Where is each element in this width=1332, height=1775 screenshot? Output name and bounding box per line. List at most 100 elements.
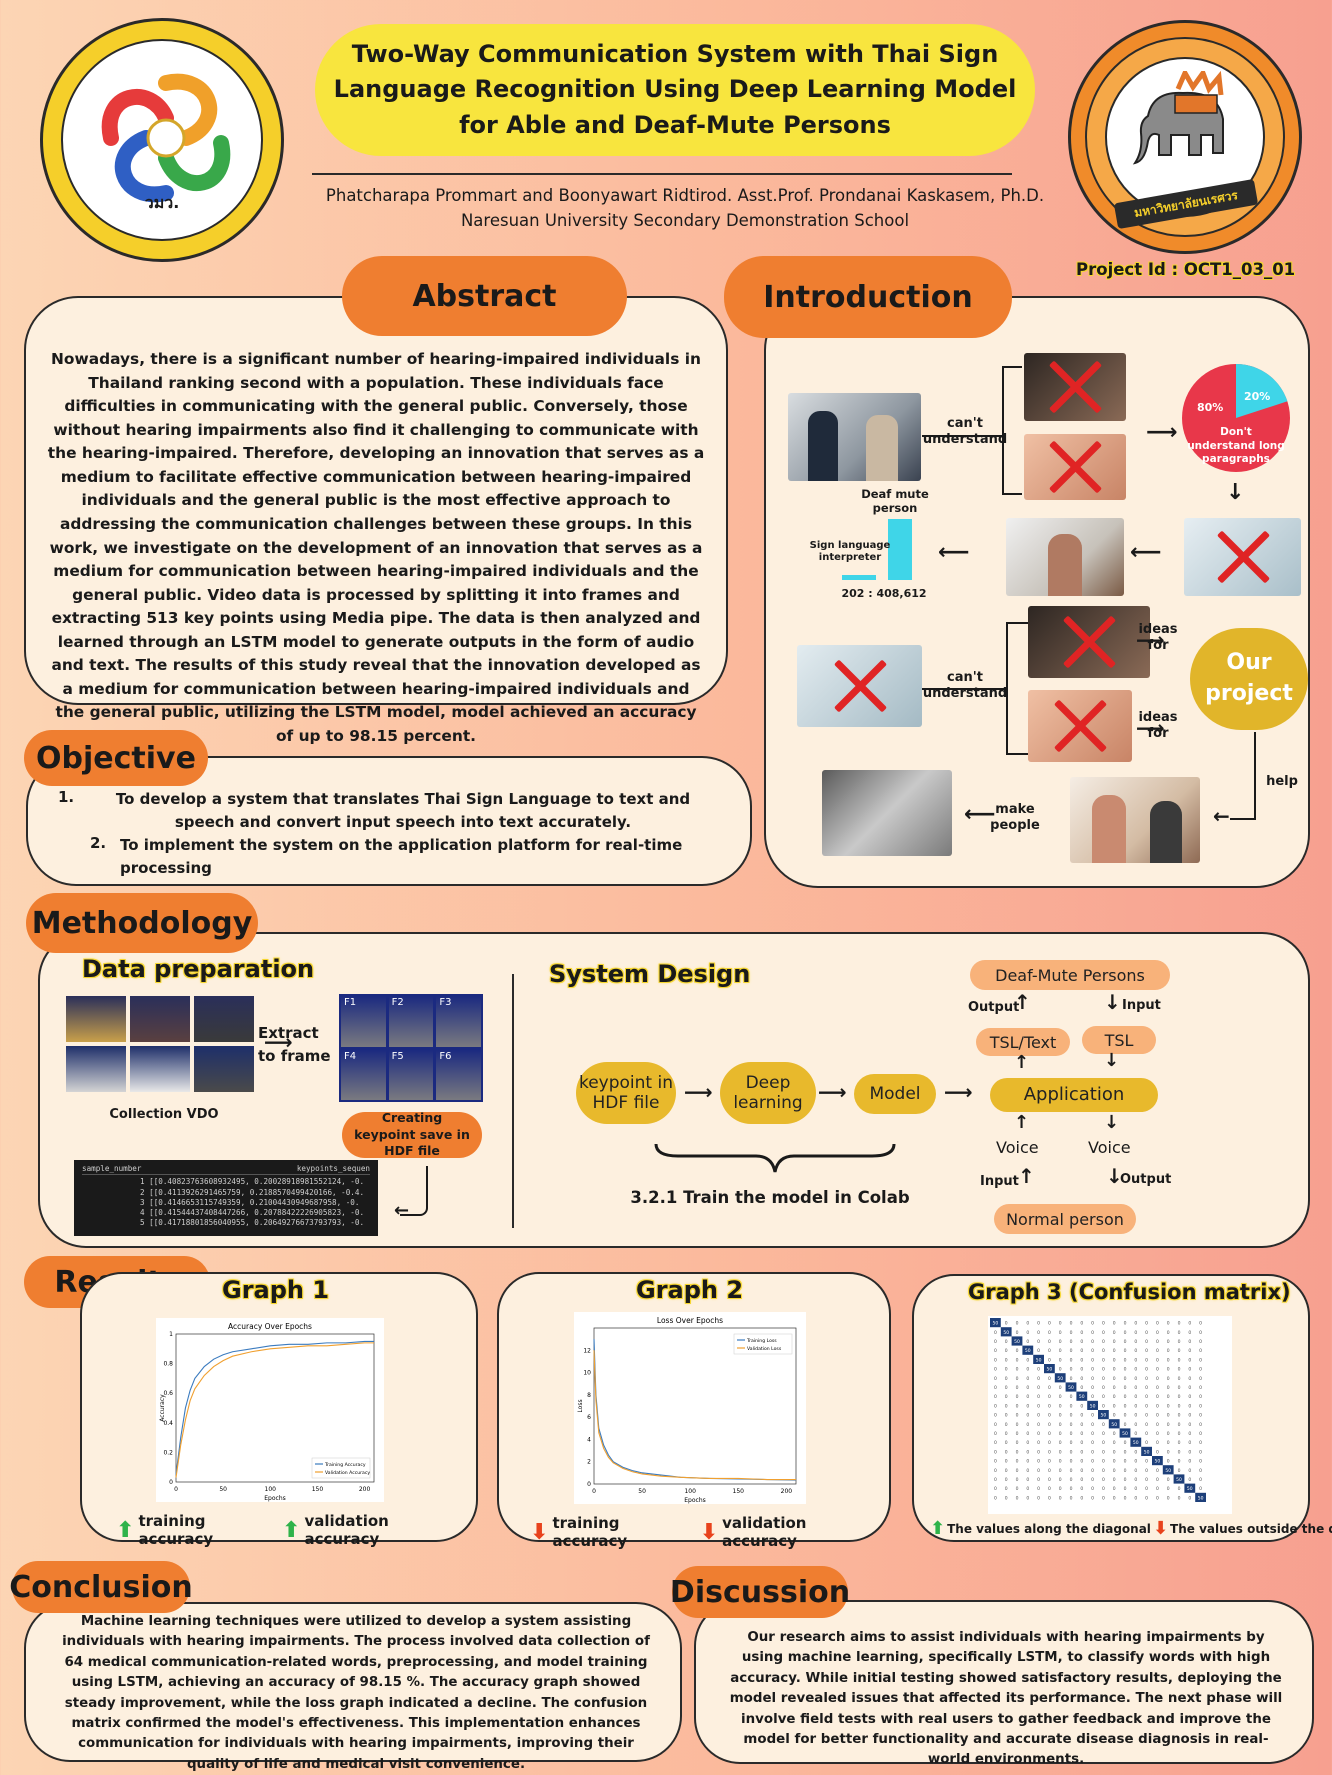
matrix-value: 0 [1188, 1477, 1191, 1483]
matrix-value: 0 [1048, 1348, 1051, 1354]
matrix-value: 50 [1014, 1339, 1020, 1345]
model-node: Model [854, 1074, 936, 1114]
matrix-value: 0 [1199, 1449, 1202, 1455]
matrix-value: 0 [1102, 1357, 1105, 1363]
frame-label: F6 [439, 1050, 452, 1062]
matrix-value: 0 [1102, 1330, 1105, 1336]
matrix-value: 0 [1199, 1394, 1202, 1400]
matrix-value: 0 [1113, 1468, 1116, 1474]
matrix-value: 0 [1102, 1495, 1105, 1501]
matrix-value: 0 [1048, 1394, 1051, 1400]
intro-connector-1 [922, 435, 1002, 437]
matrix-cell-diagonal [1087, 1400, 1098, 1410]
matrix-value: 0 [1080, 1385, 1083, 1391]
matrix-value: 0 [1178, 1385, 1181, 1391]
matrix-value: 0 [1026, 1468, 1029, 1474]
x-tick-label: 0 [174, 1486, 178, 1493]
application-node: Application [990, 1078, 1158, 1112]
arrow-right-icon: ⟶ [1146, 420, 1178, 445]
series-line [593, 1339, 797, 1481]
cross-mark-icon [1045, 357, 1105, 417]
table-row: 1 [[0.40823763608932495, 0.2002891898155… [140, 1177, 365, 1187]
graph1-caption: ⬆training accuracy ⬆validation accuracy [116, 1512, 456, 1548]
matrix-value: 0 [1134, 1403, 1137, 1409]
cross-mark-icon [830, 656, 890, 716]
abstract-heading: Abstract [342, 256, 627, 336]
y-tick-label: 0.6 [163, 1390, 173, 1397]
matrix-value: 0 [1005, 1348, 1008, 1354]
matrix-value: 0 [1048, 1495, 1051, 1501]
conclusion-heading: Conclusion [9, 1561, 193, 1613]
matrix-value: 0 [1016, 1403, 1019, 1409]
methodology-heading: Methodology [26, 893, 258, 953]
matrix-value: 0 [1037, 1367, 1040, 1373]
matrix-value: 0 [1026, 1339, 1029, 1345]
matrix-value: 0 [1199, 1477, 1202, 1483]
matrix-value: 0 [1091, 1477, 1094, 1483]
graph3-caption-diagonal: The values along the diagonal [947, 1521, 1151, 1536]
matrix-value: 0 [1059, 1403, 1062, 1409]
matrix-value: 0 [1199, 1330, 1202, 1336]
intro-connector-4 [1002, 493, 1022, 495]
table-header: keypoints_sequen [296, 1164, 370, 1173]
matrix-value: 0 [1016, 1477, 1019, 1483]
output-bottom-label: Output [1120, 1172, 1172, 1187]
extracted-frames-grid: F1 F2 F3 F4 F5 F6 [339, 994, 483, 1102]
matrix-value: 0 [1070, 1477, 1073, 1483]
help-connector-1 [1254, 732, 1256, 820]
matrix-value: 0 [1091, 1431, 1094, 1437]
matrix-value: 0 [1080, 1367, 1083, 1373]
school: Naresuan University Secondary Demonstrat… [460, 211, 910, 230]
matrix-value: 0 [1188, 1367, 1191, 1373]
matrix-value: 0 [1070, 1459, 1073, 1465]
deaf-mute-person-label: Deaf mute person [861, 487, 929, 515]
matrix-value: 0 [1124, 1330, 1127, 1336]
intro-connector-2 [1002, 366, 1004, 494]
matrix-value: 0 [1005, 1431, 1008, 1437]
matrix-value: 0 [1016, 1440, 1019, 1446]
matrix-value: 0 [1080, 1321, 1083, 1327]
matrix-value: 0 [1080, 1468, 1083, 1474]
x-tick-label: 0 [592, 1488, 596, 1495]
frame-label: F4 [344, 1050, 357, 1062]
matrix-value: 0 [1059, 1367, 1062, 1373]
x-axis-label: Epochs [684, 1497, 706, 1504]
legend-label: Training Loss [746, 1338, 777, 1344]
legend-label: Validation Accuracy [325, 1470, 370, 1476]
matrix-value: 0 [1026, 1431, 1029, 1437]
matrix-value: 0 [1037, 1376, 1040, 1382]
matrix-cell-diagonal [1044, 1364, 1055, 1374]
matrix-value: 0 [1026, 1459, 1029, 1465]
matrix-value: 0 [1178, 1330, 1181, 1336]
matrix-value: 0 [1070, 1449, 1073, 1455]
x-tick-label: 50 [219, 1486, 227, 1493]
matrix-value: 0 [1167, 1321, 1170, 1327]
matrix-value: 0 [1199, 1459, 1202, 1465]
matrix-value: 0 [1156, 1440, 1159, 1446]
matrix-value: 0 [1188, 1431, 1191, 1437]
matrix-value: 0 [1048, 1385, 1051, 1391]
intro-connector-7 [1006, 622, 1028, 624]
matrix-value: 0 [994, 1477, 997, 1483]
matrix-value: 0 [1145, 1357, 1148, 1363]
matrix-value: 0 [1188, 1330, 1191, 1336]
matrix-value: 0 [1059, 1440, 1062, 1446]
matrix-value: 0 [1134, 1348, 1137, 1354]
matrix-value: 0 [1167, 1403, 1170, 1409]
x-tick-label: 150 [312, 1486, 324, 1493]
x-tick-label: 100 [265, 1486, 277, 1493]
arrow-down-icon: ↓ [1106, 1164, 1123, 1188]
matrix-value: 0 [1134, 1376, 1137, 1382]
arrow-left-icon: ⟵ [964, 802, 996, 827]
creating-keypoint-badge: Creating keypoint save in HDF file [342, 1110, 482, 1158]
matrix-value: 0 [1124, 1385, 1127, 1391]
right-logo: มหาวิทยาลัยนเรศวร [1068, 20, 1302, 254]
arrow-right-icon: ⟶ [684, 1080, 713, 1104]
matrix-value: 0 [1124, 1348, 1127, 1354]
matrix-value: 0 [1178, 1403, 1181, 1409]
matrix-value: 0 [1016, 1422, 1019, 1428]
matrix-value: 0 [1026, 1440, 1029, 1446]
table-row: 3 [[0.4146653115749359, 0.21004430949687… [140, 1197, 360, 1207]
matrix-value: 0 [1167, 1422, 1170, 1428]
